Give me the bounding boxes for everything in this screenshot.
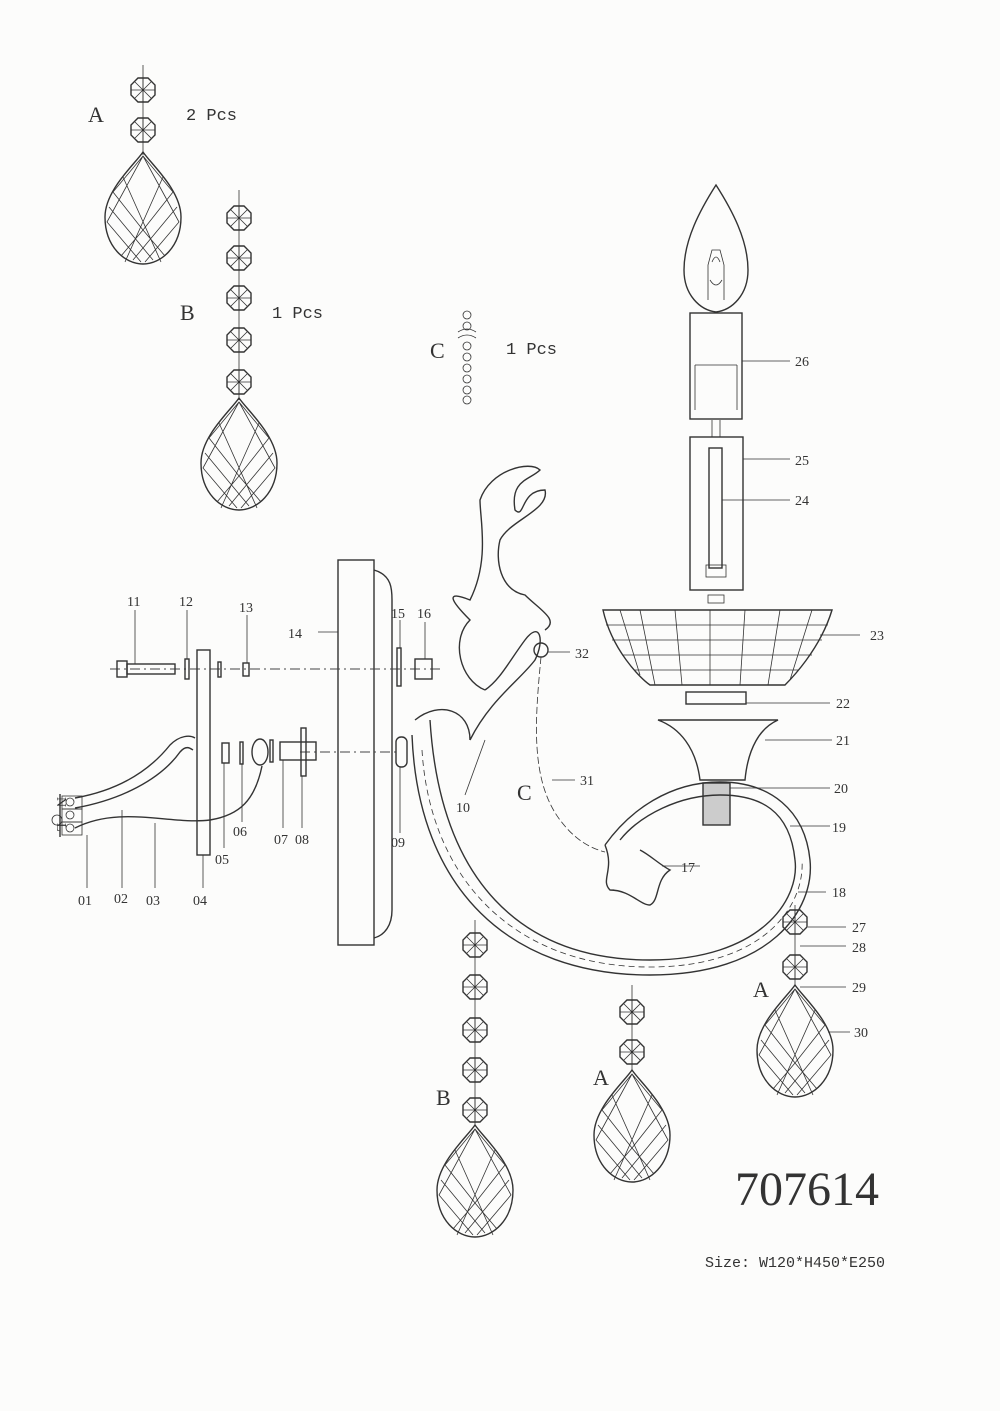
label-06: 06 (233, 825, 247, 840)
mounting-hardware: N L (51, 610, 440, 888)
legend-b-letter: B (180, 300, 195, 325)
label-28: 28 (852, 941, 866, 956)
part-labels: 01 02 03 04 05 06 07 08 09 10 11 12 13 1… (78, 355, 884, 1041)
pendant-a-middle: A (593, 985, 671, 1183)
legend-a-letter: A (88, 102, 104, 127)
sconce-arm (411, 465, 830, 976)
label-23: 23 (870, 629, 884, 644)
pendant-a-right-tag: A (753, 977, 769, 1002)
legend-b-qty: 1 Pcs (272, 305, 323, 324)
legend-c-letter: C (430, 338, 445, 363)
pendant-b: B (436, 920, 514, 1238)
chain-c (533, 642, 606, 853)
label-07: 07 (274, 833, 288, 848)
label-02: 02 (114, 892, 128, 907)
label-10: 10 (456, 801, 470, 816)
terminal-l: L (53, 823, 68, 832)
chain-c-legend: C 1 Pcs (430, 310, 557, 405)
label-04: 04 (193, 894, 207, 909)
pendant-b-legend: B 1 Pcs (180, 190, 323, 511)
terminal-n: N (53, 797, 68, 807)
label-16: 16 (417, 607, 431, 622)
label-30: 30 (854, 1026, 868, 1041)
ground-icon (51, 814, 63, 826)
label-21: 21 (836, 734, 850, 749)
pendant-b-tag: B (436, 1085, 451, 1110)
label-26: 26 (795, 355, 809, 370)
label-13: 13 (239, 601, 253, 616)
label-27: 27 (852, 921, 866, 936)
label-08: 08 (295, 833, 309, 848)
bobeche-bowl (602, 609, 860, 826)
label-22: 22 (836, 697, 850, 712)
candle-bulb (683, 183, 790, 604)
label-17: 17 (681, 861, 695, 876)
model-number: 707614 (735, 1163, 879, 1216)
label-24: 24 (795, 494, 809, 509)
pendant-a-legend: A 2 Pcs (88, 65, 237, 265)
chain-c-tag: C (517, 780, 532, 805)
label-29: 29 (852, 981, 866, 996)
label-05: 05 (215, 853, 229, 868)
label-03: 03 (146, 894, 160, 909)
legend-a-qty: 2 Pcs (186, 107, 237, 126)
pendant-a-right: A (753, 891, 850, 1098)
label-11: 11 (127, 595, 140, 610)
legend-c-qty: 1 Pcs (506, 341, 557, 360)
label-18: 18 (832, 886, 846, 901)
label-15: 15 (391, 607, 405, 622)
label-09: 09 (391, 836, 405, 851)
label-25: 25 (795, 454, 809, 469)
label-32: 32 (575, 647, 589, 662)
size-text: Size: W120*H450*E250 (705, 1255, 885, 1272)
label-20: 20 (834, 782, 848, 797)
label-14: 14 (288, 627, 302, 642)
label-31: 31 (580, 774, 594, 789)
label-12: 12 (179, 595, 193, 610)
label-01: 01 (78, 894, 92, 909)
label-19: 19 (832, 821, 846, 836)
pendant-a-middle-tag: A (593, 1065, 609, 1090)
